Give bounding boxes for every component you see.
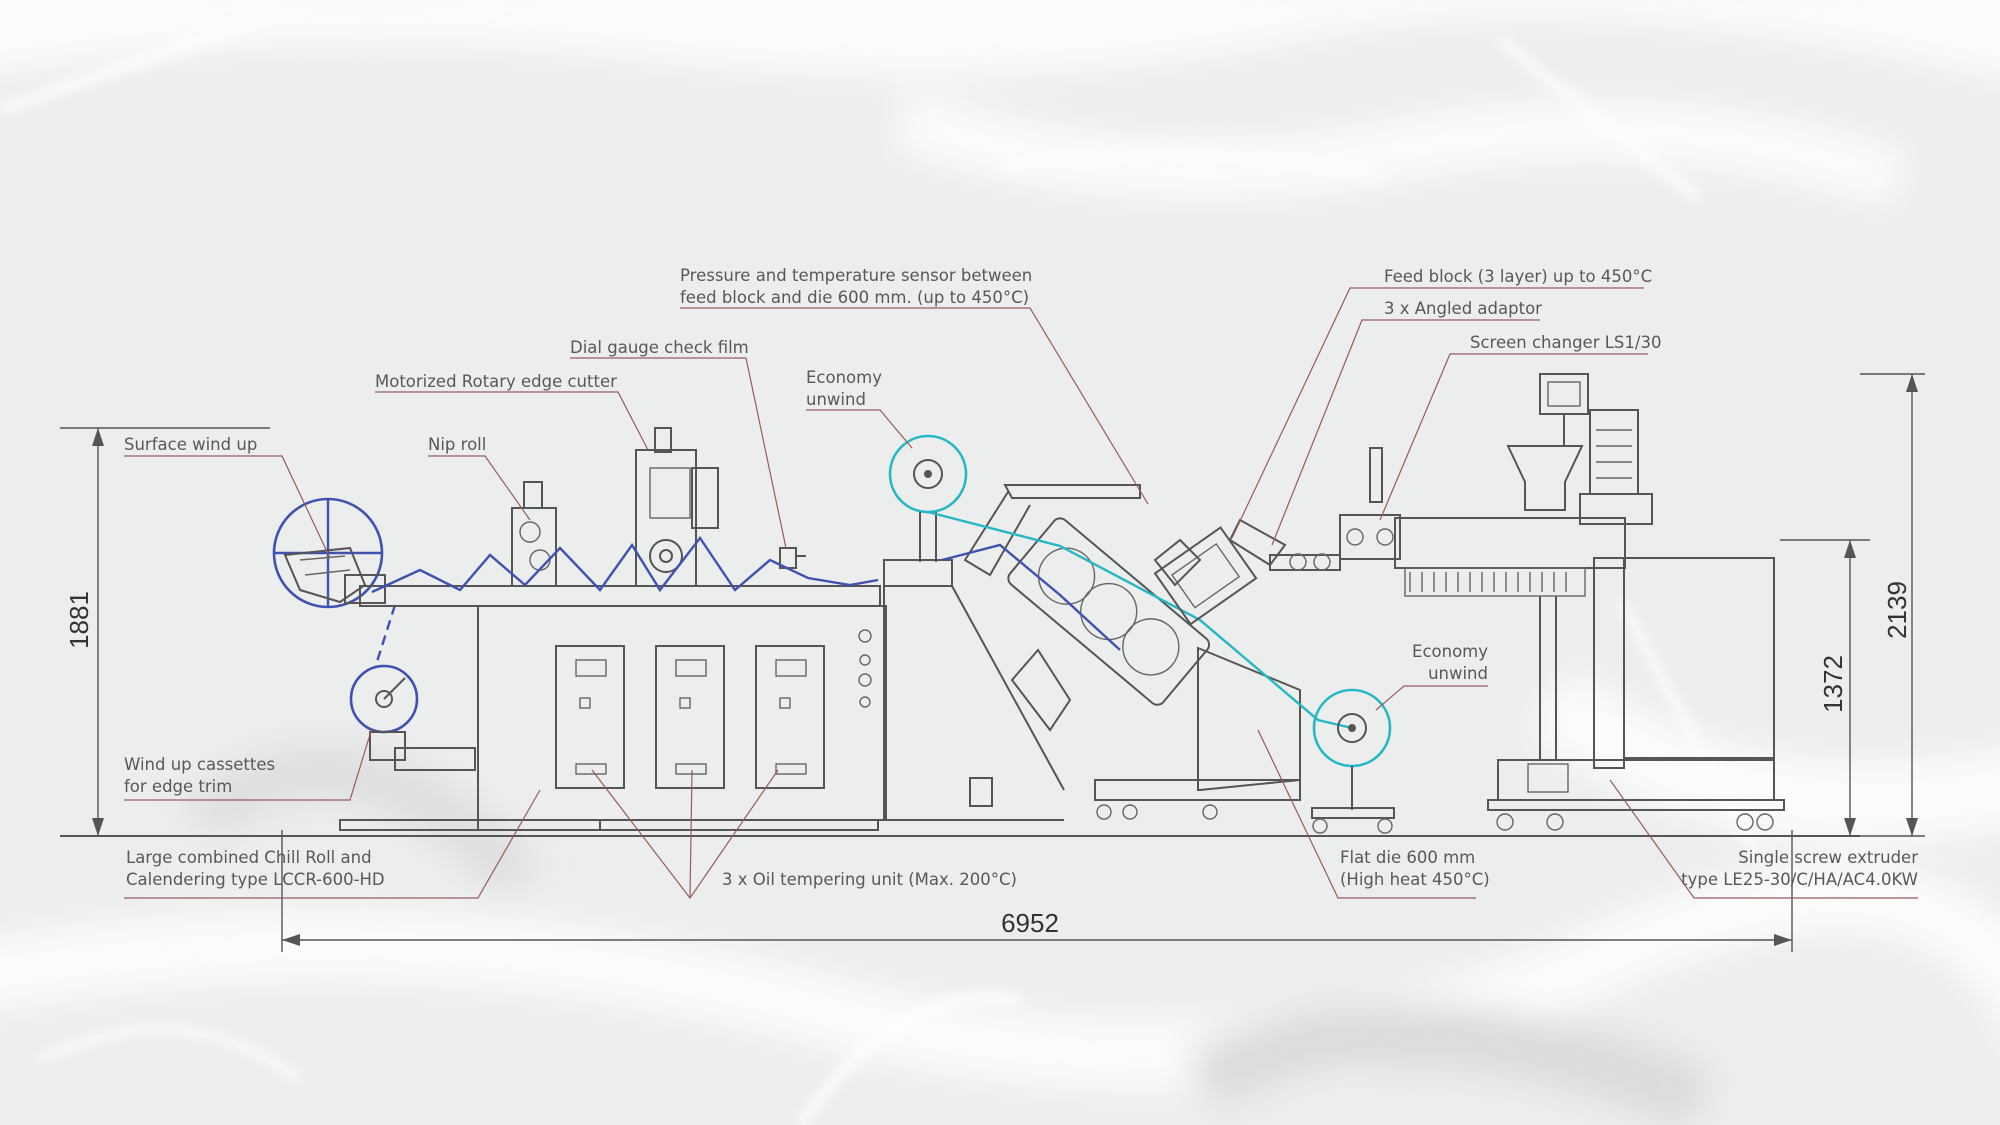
label-angled-adaptor: 3 x Angled adaptor — [1384, 299, 1542, 318]
label-surface-wind-up: Surface wind up — [124, 435, 257, 454]
flat-die — [1153, 518, 1341, 626]
label-wind-up-cassettes-line2: for edge trim — [124, 777, 232, 796]
label-feed-block: Feed block (3 layer) up to 450°C — [1384, 267, 1652, 286]
label-rotary-edge-cutter: Motorized Rotary edge cutter — [375, 372, 617, 391]
rotary-edge-cutter — [635, 427, 719, 587]
film-web-path — [371, 535, 879, 594]
label-extruder-line2: type LE25-30/C/HA/AC4.0KW — [1681, 870, 1918, 889]
callout-leaders — [124, 287, 1918, 900]
label-wind-up-cassettes-line1: Wind up cassettes — [124, 755, 275, 774]
chill-roll-unit — [339, 585, 887, 831]
label-economy-unwind-right-line2: unwind — [1428, 664, 1488, 683]
label-chill-roll-line1: Large combined Chill Roll and — [126, 848, 372, 867]
label-screen-changer: Screen changer LS1/30 — [1470, 333, 1661, 352]
label-economy-unwind-right-line1: Economy — [1412, 642, 1488, 661]
label-economy-unwind-top-line2: unwind — [806, 390, 866, 409]
label-pressure-sensor-line1: Pressure and temperature sensor between — [680, 266, 1032, 285]
dimension-lines — [60, 373, 1925, 952]
blue-film-web-center — [941, 543, 1121, 651]
label-flat-die-line2: (High heat 450°C) — [1340, 870, 1490, 889]
economy-unwind-top — [888, 434, 968, 562]
label-pressure-sensor-line2: feed block and die 600 mm. (up to 450°C) — [680, 288, 1029, 307]
label-economy-unwind-top-line1: Economy — [806, 368, 882, 387]
label-dial-gauge: Dial gauge check film — [570, 338, 749, 357]
label-oil-tempering: 3 x Oil tempering unit (Max. 200°C) — [722, 870, 1017, 889]
label-nip-roll: Nip roll — [428, 435, 486, 454]
surface-wind-up — [272, 497, 386, 609]
label-chill-roll-line2: Calendering type LCCR-600-HD — [126, 870, 385, 889]
dim-overall-length: 6952 — [1001, 908, 1059, 938]
dim-left-height: 1881 — [64, 591, 94, 649]
economy-unwind-right — [1311, 688, 1395, 834]
center-frame — [883, 559, 1065, 821]
cyan-film-web — [927, 510, 1353, 730]
single-screw-extruder — [1339, 373, 1785, 831]
dim-right-height: 2139 — [1882, 581, 1912, 639]
angled-roll-stack — [963, 484, 1301, 820]
wind-up-cassettes — [349, 604, 476, 771]
label-extruder-line1: Single screw extruder — [1738, 848, 1918, 867]
dim-right-inner-height: 1372 — [1818, 655, 1848, 713]
label-flat-die-line1: Flat die 600 mm — [1340, 848, 1475, 867]
callout-labels: Surface wind up Nip roll Motorized Rotar… — [124, 266, 1918, 889]
dial-gauge — [779, 547, 806, 569]
dimension-values: 6952 1881 2139 1372 — [64, 581, 1912, 938]
nip-roll — [511, 481, 557, 587]
